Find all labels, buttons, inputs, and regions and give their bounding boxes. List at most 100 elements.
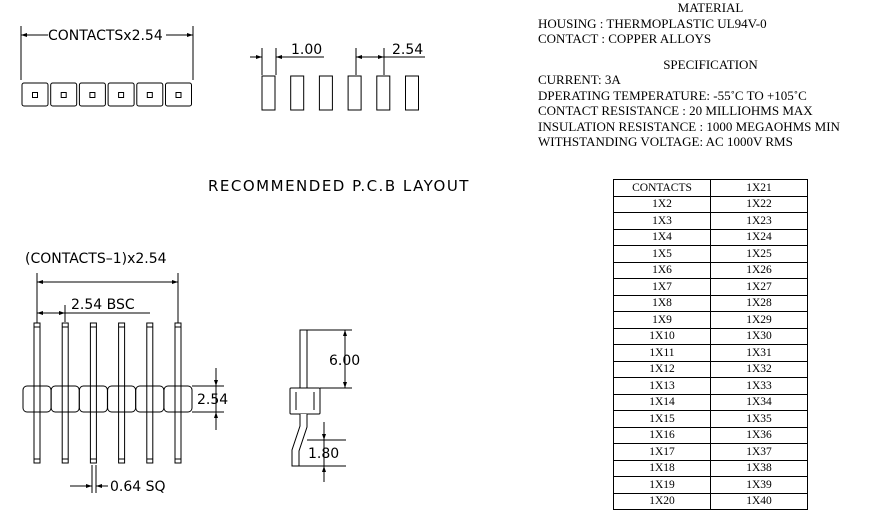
housing-material: HOUSING : THERMOPLASTIC UL94V-0 [538,15,767,31]
table-cell: 1X36 [710,426,808,444]
table-cell: 1X5 [613,245,711,263]
table-cell: 1X32 [710,360,808,378]
table-cell: 1X11 [613,344,711,362]
pcb-pad [376,75,391,111]
specification-heading: SPECIFICATION [663,56,758,72]
pin [33,385,41,413]
table-cell: 1X22 [710,195,808,213]
table-cell: 1X7 [613,278,711,296]
lower-length-label: 1.80 [308,446,339,462]
table-cell: 1X23 [710,212,808,230]
pin [174,385,182,413]
pad-width-label: 1.00 [291,42,322,58]
housing-cell [107,82,135,107]
table-header-cell: CONTACTS [613,179,711,197]
table-cell: 1X19 [613,476,711,494]
table-cell: 1X20 [613,492,711,510]
body-height-label: 2.54 [197,392,228,408]
table-cell: 1X38 [710,459,808,477]
operating-temperature: DPERATING TEMPERATURE: -55˚C TO +105˚C [538,87,807,103]
table-cell: 1X40 [710,492,808,510]
housing-cell [50,82,78,107]
pcb-pad [347,75,362,111]
table-cell: 1X39 [710,476,808,494]
table-cell: 1X26 [710,261,808,279]
table-cell: 1X15 [613,410,711,428]
pin-square [146,92,153,98]
contact-material: CONTACT : COPPER ALLOYS [538,31,712,46]
housing-cell [78,82,106,107]
pin-square [118,92,125,98]
pcb-pad [290,75,305,111]
table-cell: 1X17 [613,443,711,461]
table-cell: 1X8 [613,294,711,312]
table-cell: 1X24 [710,228,808,246]
table-cell: 1X33 [710,377,808,395]
pitch-bsc-label: 2.54 BSC [71,297,135,313]
table-header-row: CONTACTS 1X21 [613,179,808,197]
table-cell: 1X25 [710,245,808,263]
pin-size-label: 0.64 SQ [110,479,166,495]
pcb-pad [261,75,276,111]
table-cell: 1X13 [613,377,711,395]
table-cell: 1X3 [613,212,711,230]
side-view [289,329,352,482]
pcb-pad [405,75,419,111]
table-header-cell: 1X21 [710,179,808,197]
pin-square [32,92,38,98]
housing-cell [21,82,49,107]
withstanding-voltage: WITHSTANDING VOLTAGE: AC 1000V RMS [538,134,793,149]
table-cell: 1X10 [613,327,711,345]
table-cell: 1X31 [710,344,808,362]
top-view [20,26,194,107]
current-rating: CURRENT: 3A [538,72,621,87]
pcb-pad [318,75,333,111]
pin [118,385,126,413]
table-cell: 1X9 [613,311,711,329]
insulation-resistance: INSULATION RESISTANCE : 1000 MEGAOHMS MI… [538,118,840,134]
housing-cell [165,82,192,107]
table-cell: 1X37 [710,443,808,461]
pcb-layout [250,48,425,111]
pin-square [175,92,182,98]
table-cell: 1X30 [710,327,808,345]
front-view [22,273,224,493]
contact-resistance: CONTACT RESISTANCE : 20 MILLIOHMS MAX [538,103,813,118]
housing-cell [136,82,164,107]
top-housing [21,82,192,107]
table-cell: 1X28 [710,294,808,312]
table-cell: 1X27 [710,278,808,296]
pin-square [89,92,96,98]
table-cell: 1X12 [613,360,711,378]
top-view-dim-label: CONTACTSx2.54 [48,28,163,44]
upper-length-label: 6.00 [329,353,360,369]
table-cell: 1X18 [613,459,711,477]
specification-notes: MATERIAL HOUSING : THERMOPLASTIC UL94V-0… [538,0,883,150]
table-cell: 1X35 [710,410,808,428]
pin [89,385,97,413]
table-cell: 1X14 [613,393,711,411]
pin [61,385,69,413]
table-cell: 1X6 [613,261,711,279]
front-pins [22,322,193,464]
table-cell: 1X16 [613,426,711,444]
